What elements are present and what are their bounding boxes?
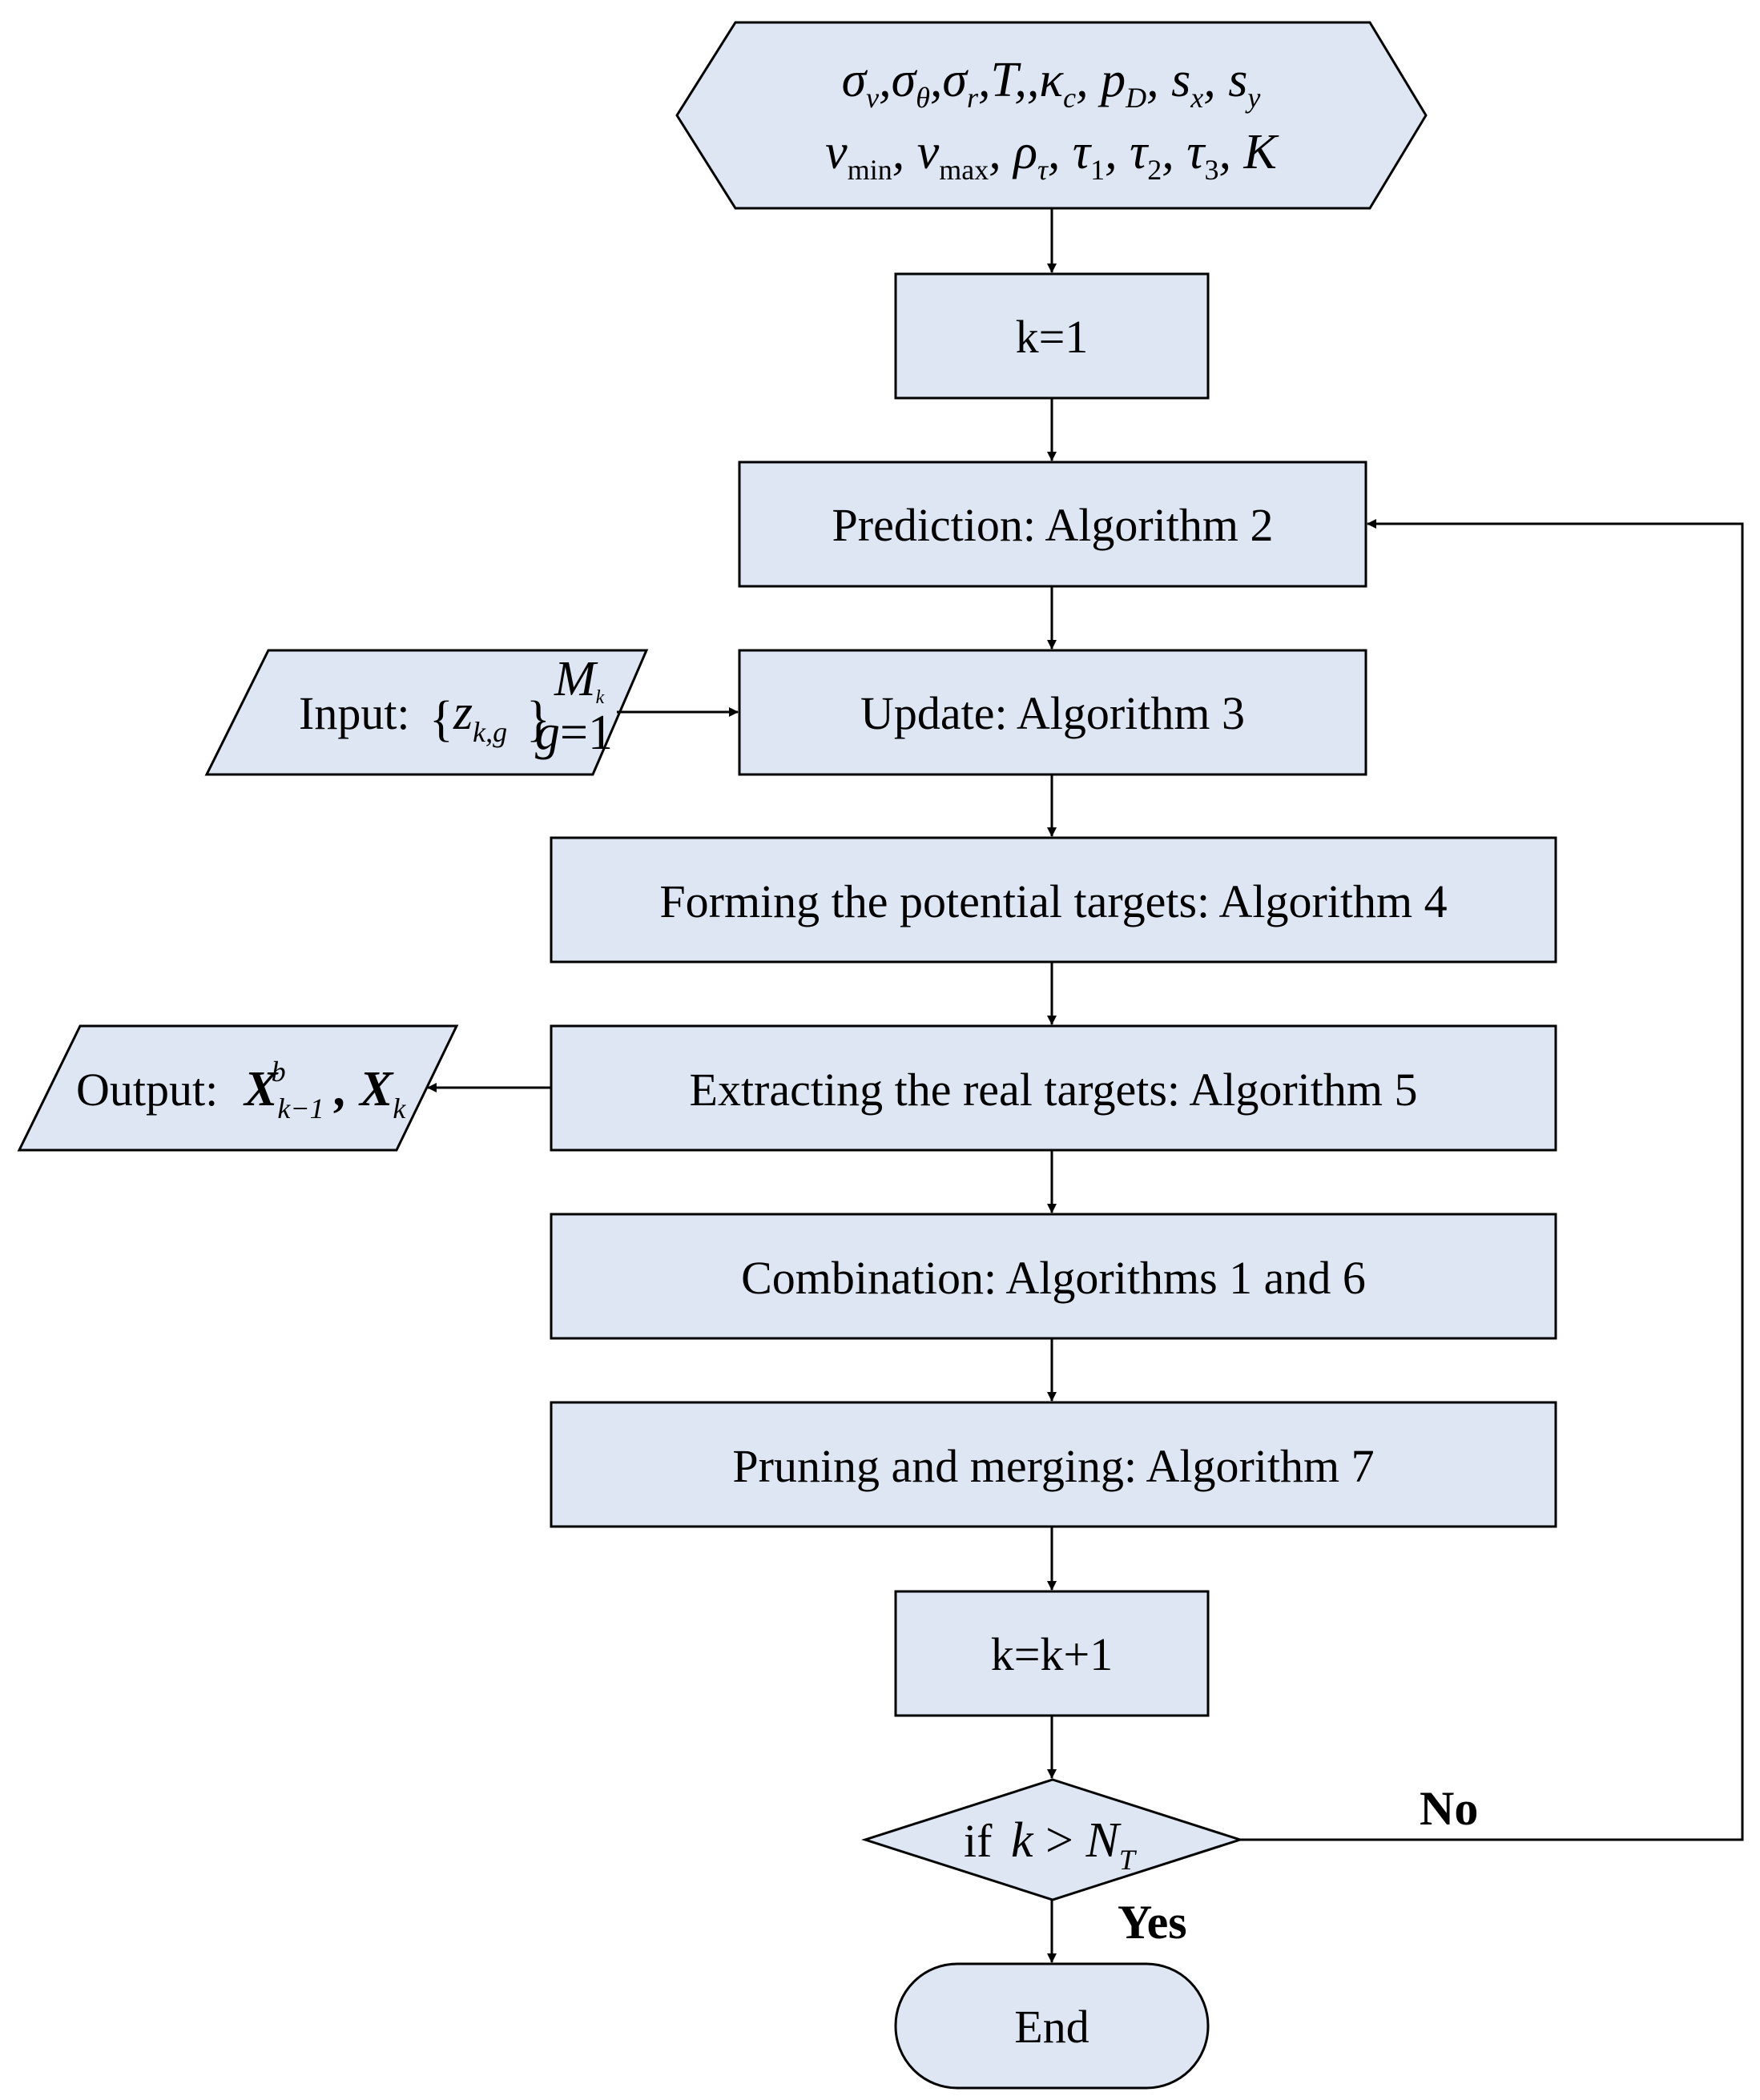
forming-step-label: Forming the potential targets: Algorithm… [659, 875, 1447, 927]
init-step-label: k=1 [1016, 311, 1089, 363]
end-node: End [894, 1962, 1210, 2090]
input-set-brace-open: { [429, 692, 453, 746]
connectors [427, 208, 1744, 1963]
start-params-line-1: σv,σθ,σr,T,,κc, pD, sx, sy [842, 53, 1261, 114]
end-label: End [1014, 2001, 1089, 2053]
input-set-lower-limit: g=1 [535, 706, 613, 760]
increment-step-label: k=k+1 [991, 1628, 1113, 1680]
input-set-element: zk,g [453, 686, 507, 748]
decision-condition: k > NT [1011, 1813, 1138, 1876]
update-step-label: Update: Algorithm 3 [860, 687, 1245, 739]
prediction-step: Prediction: Algorithm 2 [738, 461, 1367, 588]
branch-no-label: No [1420, 1782, 1478, 1835]
input-node: Input: { zk,g } Mk g=1 [204, 649, 649, 776]
prediction-step-label: Prediction: Algorithm 2 [832, 499, 1274, 551]
output-label: Output: [76, 1064, 218, 1116]
pruning-step: Pruning and merging: Algorithm 7 [550, 1401, 1557, 1528]
update-step: Update: Algorithm 3 [738, 649, 1367, 776]
extracting-step: Extracting the real targets: Algorithm 5 [550, 1024, 1557, 1152]
branch-yes-label: Yes [1118, 1896, 1187, 1949]
decision-prefix: if [964, 1815, 993, 1867]
decision-node: if k > NT [861, 1778, 1244, 1901]
combination-step: Combination: Algorithms 1 and 6 [550, 1213, 1557, 1340]
forming-step: Forming the potential targets: Algorithm… [550, 836, 1557, 964]
increment-step: k=k+1 [894, 1590, 1210, 1717]
pruning-step-label: Pruning and merging: Algorithm 7 [732, 1440, 1374, 1492]
input-label: Input: [299, 687, 410, 739]
start-node: σv,σθ,σr,T,,κc, pD, sx, sy vmin, vmax, ρ… [675, 21, 1428, 210]
combination-step-label: Combination: Algorithms 1 and 6 [741, 1252, 1366, 1304]
output-node: Output: Xk−1b , Xk [17, 1024, 459, 1152]
start-params-line-2: vmin, vmax, ρτ, τ1, τ2, τ3, K [825, 125, 1279, 186]
extracting-step-label: Extracting the real targets: Algorithm 5 [690, 1064, 1418, 1116]
arrow-decision-no-loop-to-prediction [1240, 519, 1744, 1841]
init-step: k=1 [894, 272, 1210, 400]
input-set-brace-close: } [526, 692, 550, 746]
